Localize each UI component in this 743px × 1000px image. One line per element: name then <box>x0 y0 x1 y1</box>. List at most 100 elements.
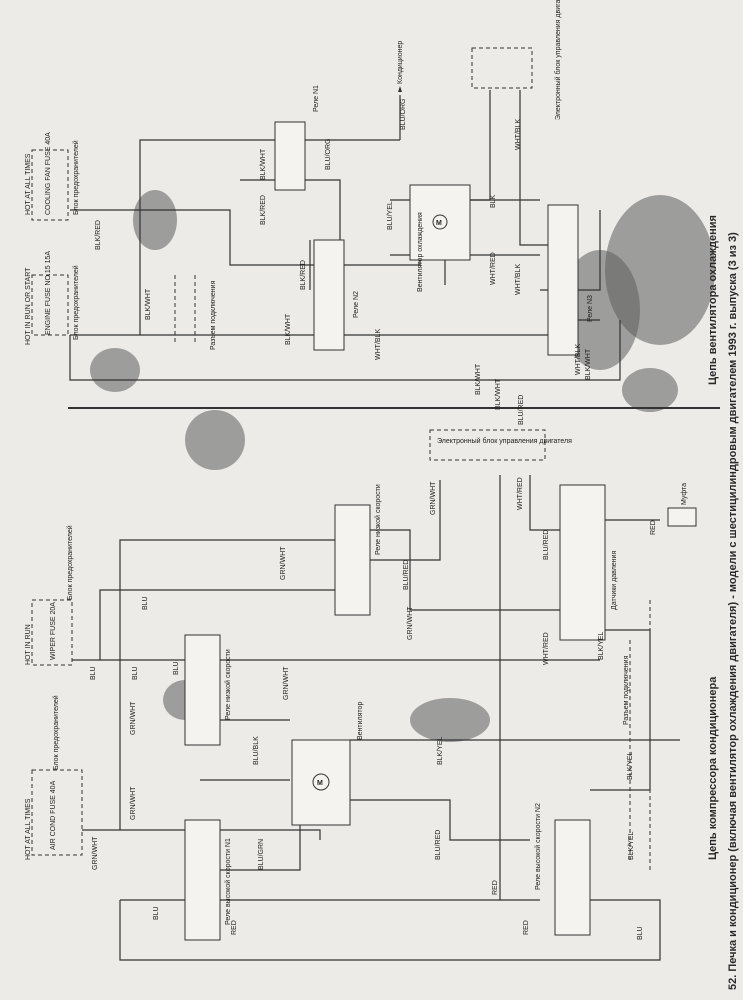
wire-code: RED <box>231 920 238 935</box>
wiper-fuse-label: WIPER FUSE 20A <box>50 602 57 660</box>
engine-fuse-label: ENGINE FUSE NO.15 15A <box>45 251 52 335</box>
ac-arrow-icon <box>398 86 402 92</box>
wire-code: RED <box>523 920 530 935</box>
wire-code: BLK/WHT <box>145 288 152 320</box>
wire-code: BLK/WHT <box>495 378 502 410</box>
relay-3-label: Реле N3 <box>587 295 594 322</box>
wiper-fuse-box <box>31 599 73 666</box>
wire-code: BLK <box>490 194 497 208</box>
wire-code: BLK/YEL <box>628 831 635 860</box>
wire-code: WHT/BLK <box>375 329 382 360</box>
connector-label-top: Разъем подключения <box>210 280 217 350</box>
wire-code: BLU/BLK <box>253 736 260 765</box>
wire-code: BLU/YEL <box>387 201 394 230</box>
fuse-block-label-a: Блок предохранителей <box>52 695 60 770</box>
wire-code: GRN/WHT <box>130 786 137 820</box>
wire-code: BLU/RED <box>435 830 442 860</box>
wire-code: GRN/WHT <box>280 546 287 580</box>
wire-code: BLU <box>173 661 180 675</box>
wire-code: GRN/WHT <box>130 701 137 735</box>
wire-code: BLU/RED <box>518 395 525 425</box>
relay-low-speed-a-label: Реле низкой скорости <box>224 649 232 720</box>
wire-code: BLU/RED <box>403 560 410 590</box>
fan-motor-icon <box>432 214 448 230</box>
wire-code: BLK/RED <box>300 260 307 290</box>
wire-code: GRN/WHT <box>283 666 290 700</box>
wire-code: WHT/RED <box>517 477 524 510</box>
wire-code: WHT/BLK <box>515 264 522 295</box>
wire-code: GRN/WHT <box>92 836 99 870</box>
relay-low-speed-a-box <box>184 634 221 746</box>
wire-code: BLK/YEL <box>598 631 605 660</box>
air-cond-fuse-box <box>31 769 83 856</box>
engine-fuse-box <box>31 274 69 336</box>
relay-3-box <box>547 204 579 356</box>
wire-code: BLU/ORG <box>400 98 407 130</box>
ac-compressor-circuit: HOT AT ALL TIMES AIR COND FUSE 40A Блок … <box>25 395 697 961</box>
motor-symbol: M <box>436 220 442 227</box>
hot-all-times-label: HOT AT ALL TIMES <box>25 153 32 215</box>
wire-code: BLK/WHT <box>260 148 267 180</box>
fuse-block-label-b: Блок предохранителей <box>66 525 74 600</box>
relay-high-speed-1-label: Реле высокой скорости N1 <box>224 838 232 925</box>
relay-2-box <box>313 239 345 351</box>
wire-code: BLK/YEL <box>627 751 634 780</box>
figure-caption: 52. Печка и кондиционер (включая вентиля… <box>727 232 739 990</box>
wire-code: BLU/RED <box>543 530 550 560</box>
pressure-switch-box <box>559 484 606 641</box>
relay-high-speed-2-label: Реле высокой скорости N2 <box>534 803 542 890</box>
wire-code: WHT/RED <box>490 252 497 285</box>
wire-code: WHT/BLK <box>575 344 582 375</box>
cooling-fan-circuit: HOT AT ALL TIMES COOLING FAN FUSE 40A HO… <box>25 0 621 410</box>
wire-code: BLU <box>132 666 139 680</box>
relay-high-speed-1-box <box>184 819 221 941</box>
ecu-box-top <box>471 47 533 89</box>
relay-2-label: Реле N2 <box>353 291 360 318</box>
pressure-switch-label: Датчики давления <box>611 551 618 610</box>
wire-code: BLU <box>153 906 160 920</box>
wire-code: BLU <box>637 926 644 940</box>
paper-stains <box>90 190 715 742</box>
relay-1-box <box>274 121 306 191</box>
cooling-fan-box <box>409 184 471 261</box>
hot-in-run-label: HOT IN RUN <box>25 624 32 665</box>
motor-symbol-b: M <box>317 780 323 787</box>
wire-code: BLU/ORG <box>325 138 332 170</box>
fuse-block-label-2: Блок предохранителей <box>72 265 80 340</box>
wire-code: BLK/RED <box>260 195 267 225</box>
connector-label-bottom: Разъем подключения <box>623 655 630 725</box>
wire-code: GRN/WHT <box>407 606 414 640</box>
clutch-box <box>667 507 697 527</box>
wire-code: RED <box>650 520 657 535</box>
wire-code: WHT/BLK <box>515 119 522 150</box>
wire-code: BLU/GRN <box>258 839 265 870</box>
fan-label-bottom: Вентилятор <box>357 702 364 740</box>
fan-circuit-caption: Цепь вентилятора охлаждения <box>707 215 719 385</box>
fuse-block-label-1: Блок предохранителей <box>72 140 80 215</box>
ac-label: Кондиционер <box>397 41 404 84</box>
air-cond-fuse-label: AIR COND FUSE 40A <box>50 780 57 850</box>
wire-code: BLK/WHT <box>585 348 592 380</box>
cooling-fan-label: Вентилятор охлаждения <box>417 212 424 292</box>
clutch-label: Муфта <box>681 483 688 505</box>
wire-code: BLK/WHT <box>475 363 482 395</box>
hot-run-start-label: HOT IN RUN OR START <box>25 267 32 345</box>
ecu-box-bottom <box>429 429 546 461</box>
wire-code: BLK/RED <box>95 220 102 250</box>
wire-code: WHT/RED <box>543 632 550 665</box>
cooling-fan-fuse-label: COOLING FAN FUSE 40A <box>45 132 52 215</box>
relay-1-label: Реле N1 <box>313 85 320 112</box>
ecu-label-bottom: Электронный блок управления двигателя <box>437 437 572 445</box>
fan-box-bottom <box>291 739 351 826</box>
ac-circuit-caption: Цепь компрессора кондиционера <box>707 676 719 860</box>
wire-code: BLK/WHT <box>285 313 292 345</box>
wire-code: GRN/WHT <box>430 481 437 515</box>
fan-motor-icon-b <box>312 773 330 791</box>
wire-code: BLU <box>142 596 149 610</box>
relay-low-speed-b-box <box>334 504 371 616</box>
relay-low-speed-b-label: Реле низкой скорости <box>374 484 382 555</box>
cooling-fan-fuse-box <box>31 149 69 221</box>
wire-code: RED <box>492 880 499 895</box>
hot-all-times-label-b: HOT AT ALL TIMES <box>25 798 32 860</box>
